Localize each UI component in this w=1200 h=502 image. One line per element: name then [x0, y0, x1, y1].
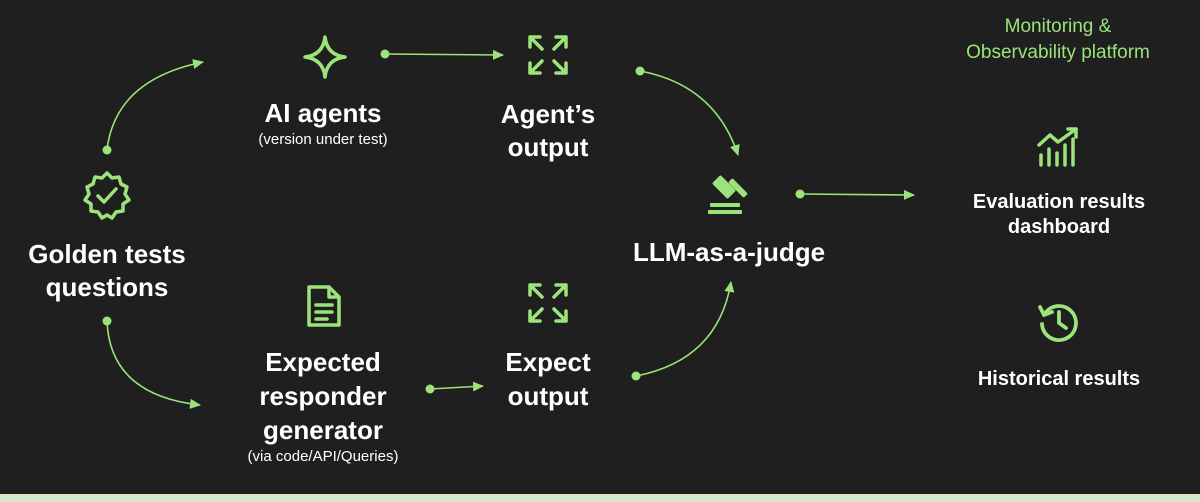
arrow-golden-to-generator	[106, 320, 201, 409]
expect-output-label-2: output	[507, 381, 589, 411]
dot-agents	[380, 49, 390, 59]
generator-subtitle: (via code/API/Queries)	[247, 448, 399, 465]
arrow-generator-to-expect	[429, 381, 484, 392]
arrow-expect-to-judge	[635, 281, 735, 377]
gavel-icon	[708, 172, 756, 221]
generator-label-1: Expected	[265, 347, 381, 377]
generator-label-3: generator	[263, 415, 383, 445]
dot-golden-top	[102, 145, 112, 155]
ai-agents-title: AI agents	[264, 98, 382, 128]
llm-judge-title: LLM-as-a-judge	[632, 237, 826, 267]
dot-golden-bottom	[102, 316, 112, 326]
golden-tests-label-2: questions	[45, 272, 169, 302]
dot-generator	[425, 384, 435, 394]
arrow-output-to-judge	[639, 70, 740, 156]
arrow-judge-to-dashboard	[799, 189, 915, 200]
arrow-agents-to-output	[384, 49, 504, 60]
expect-output-label-1: Expect	[505, 347, 591, 377]
expand-arrows-icon	[526, 281, 570, 330]
ai-agents-subtitle: (version under test)	[258, 131, 388, 148]
platform-title-line-1: Monitoring &	[1004, 16, 1112, 37]
historical-results-title: Historical results	[977, 368, 1141, 390]
dot-judge	[795, 189, 805, 199]
dashboard-label-2: dashboard	[1007, 216, 1111, 238]
expand-arrows-icon	[526, 33, 570, 82]
badge-check-icon	[82, 170, 132, 225]
golden-tests-label-1: Golden tests	[28, 239, 186, 269]
dot-agent-output	[635, 66, 645, 76]
agent-output-label-2: output	[507, 132, 589, 162]
dot-expect-output	[631, 371, 641, 381]
agent-output-label-1: Agent’s	[500, 99, 596, 129]
platform-title-line-2: Observability platform	[966, 42, 1150, 63]
chart-trend-icon	[1036, 127, 1082, 172]
sparkle-icon	[302, 34, 348, 85]
arrow-golden-to-agents	[106, 59, 204, 151]
dashboard-label-1: Evaluation results	[972, 191, 1146, 213]
generator-label-2: responder	[259, 381, 387, 411]
document-icon	[305, 283, 343, 334]
history-icon	[1036, 299, 1082, 350]
